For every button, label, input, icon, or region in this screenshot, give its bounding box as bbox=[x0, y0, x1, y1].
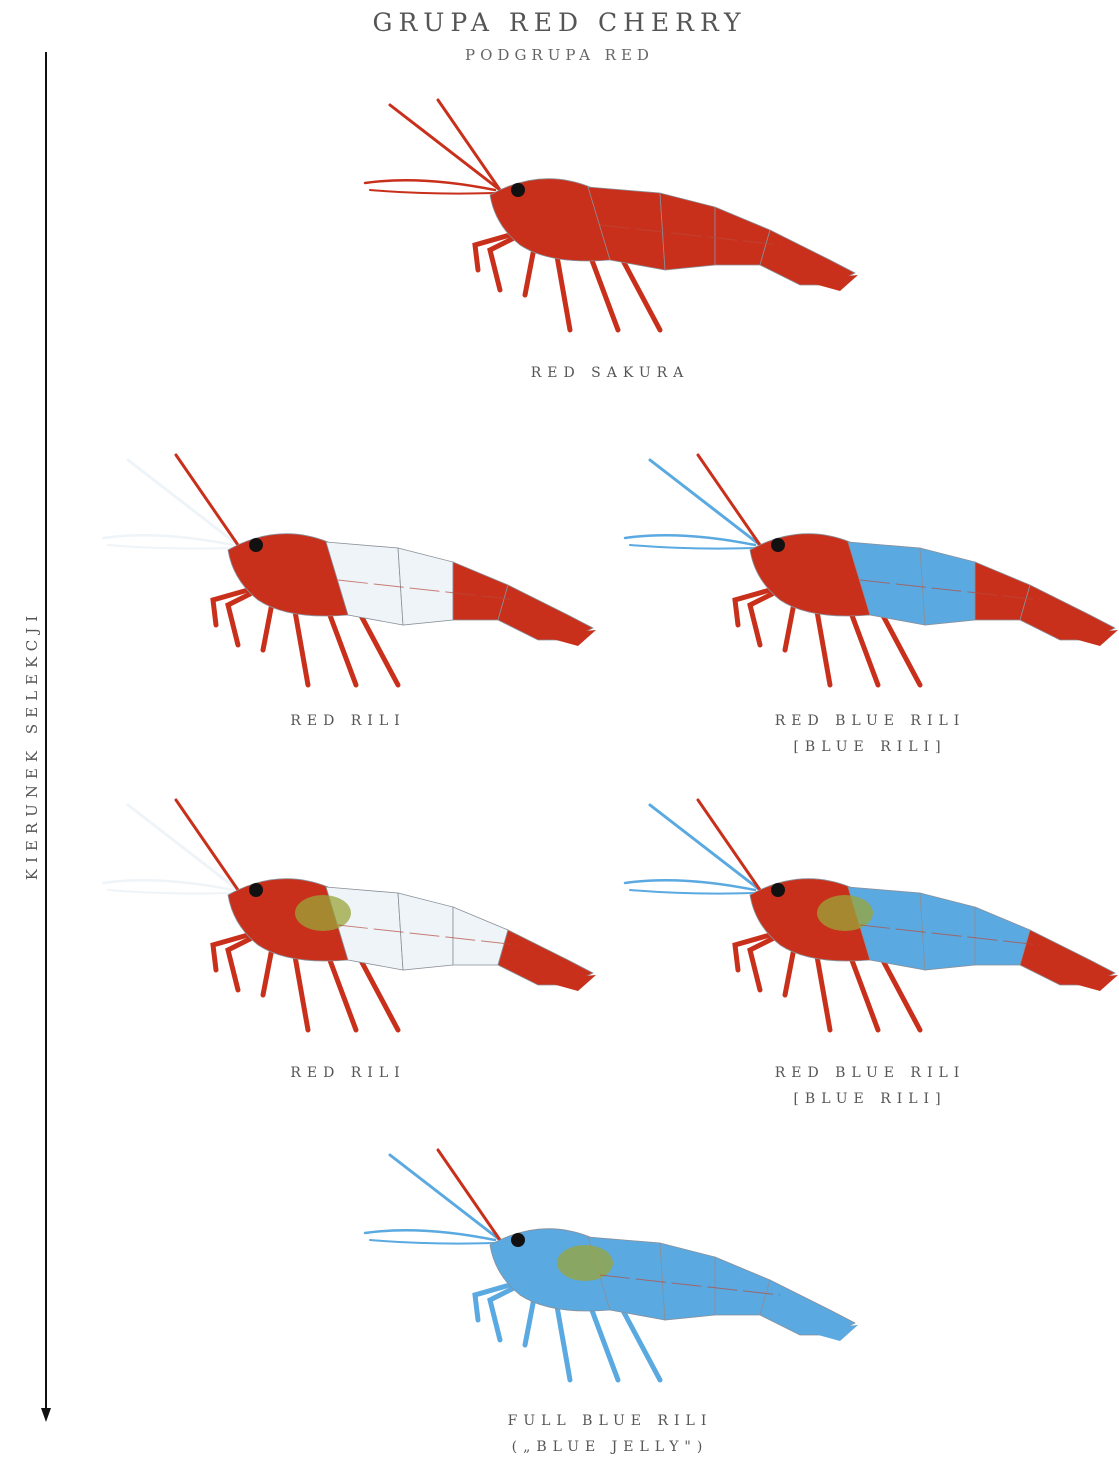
label-line-1: FULL BLUE RILI bbox=[360, 1408, 860, 1434]
shrimp-red-blue-rili-2-illustration bbox=[620, 795, 1119, 1045]
label-line-2: [BLUE RILI] bbox=[620, 734, 1119, 760]
label-red-sakura: RED SAKURA bbox=[360, 360, 860, 386]
label-line-1: RED BLUE RILI bbox=[620, 1060, 1119, 1086]
label-red-rili-2: RED RILI bbox=[98, 1060, 598, 1086]
label-red-blue-rili-2: RED BLUE RILI [BLUE RILI] bbox=[620, 1060, 1119, 1112]
shrimp-red-sakura-illustration bbox=[360, 95, 860, 345]
diagram-title: GRUPA RED CHERRY bbox=[0, 8, 1119, 37]
diagram-subtitle: PODGRUPA RED bbox=[0, 46, 1119, 64]
shrimp-full-blue-rili-illustration bbox=[360, 1145, 860, 1395]
label-line-2: [BLUE RILI] bbox=[620, 1086, 1119, 1112]
axis-label: KIERUNEK SELEKCJI bbox=[23, 610, 41, 880]
label-line-2: („BLUE JELLY") bbox=[360, 1434, 860, 1460]
shrimp-red-rili-2-illustration bbox=[98, 795, 598, 1045]
label-full-blue-rili: FULL BLUE RILI („BLUE JELLY") bbox=[360, 1408, 860, 1460]
shrimp-red-rili-illustration bbox=[98, 450, 598, 700]
label-line-1: RED BLUE RILI bbox=[620, 708, 1119, 734]
label-line-1: RED RILI bbox=[98, 708, 598, 734]
label-red-blue-rili-1: RED BLUE RILI [BLUE RILI] bbox=[620, 708, 1119, 760]
label-line-1: RED SAKURA bbox=[360, 360, 860, 386]
shrimp-red-blue-rili-illustration bbox=[620, 450, 1119, 700]
label-red-rili-1: RED RILI bbox=[98, 708, 598, 734]
label-line-1: RED RILI bbox=[98, 1060, 598, 1086]
